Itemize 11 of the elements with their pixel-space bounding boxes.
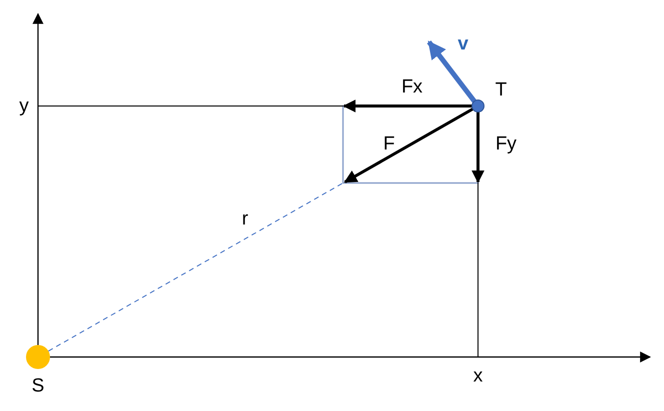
velocity-label: v bbox=[458, 34, 468, 54]
axis-label: x bbox=[473, 366, 483, 386]
sun-circle bbox=[26, 345, 50, 369]
force-label: F bbox=[383, 134, 395, 154]
force-label: Fx bbox=[401, 78, 423, 96]
axis-label: y bbox=[19, 96, 29, 116]
distance-line bbox=[48, 182, 344, 352]
force-label: Fy bbox=[495, 134, 517, 154]
node-label: T bbox=[495, 80, 507, 100]
node-label: S bbox=[32, 376, 44, 396]
planet-circle bbox=[472, 100, 484, 112]
